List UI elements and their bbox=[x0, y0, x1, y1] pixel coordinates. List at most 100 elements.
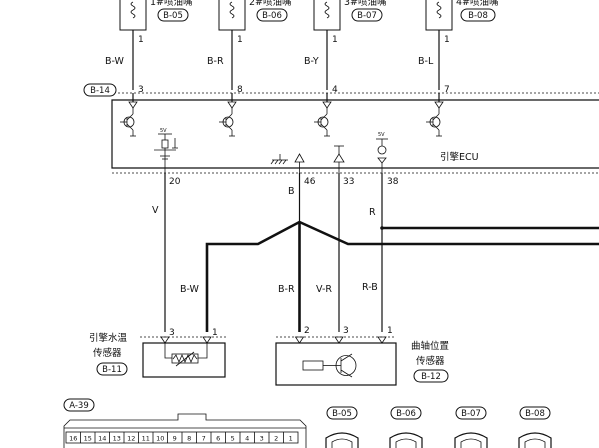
view-b08-label: B-08 bbox=[525, 409, 545, 419]
injector-2-connector: B-06 bbox=[262, 11, 282, 21]
ecu-name: 引擎ECU bbox=[440, 151, 479, 163]
view-b07-shell bbox=[454, 432, 488, 448]
injector-3-wire-color: B-Y bbox=[304, 56, 319, 67]
sensor-element-icon bbox=[302, 360, 324, 371]
view-b07-label: B-07 bbox=[461, 409, 481, 419]
a39-pin-number: 14 bbox=[98, 435, 106, 443]
injector-3: 3#喷油嘴 B-07 1 B-Y 4 bbox=[304, 0, 387, 95]
a39-pin-number: 2 bbox=[274, 435, 278, 443]
view-b05-shell bbox=[325, 432, 359, 448]
ecu-pin-crank-signal: 33 bbox=[343, 177, 354, 187]
injector-3-body bbox=[313, 0, 341, 31]
injector-4-connector-tag bbox=[460, 8, 496, 22]
view-b05-label: B-05 bbox=[332, 409, 352, 419]
injector-1-label: 1#喷油嘴 bbox=[150, 0, 193, 8]
a39-pin-number: 12 bbox=[127, 435, 135, 443]
injector-connector-views: B-05 B-06 B-07 B-08 bbox=[325, 406, 552, 448]
coil-icon bbox=[324, 1, 330, 19]
injector-2-body bbox=[218, 0, 246, 31]
injector-1-ecu-pin: 3 bbox=[138, 85, 144, 95]
water-ground-wire-color: B-W bbox=[180, 284, 200, 295]
injector-4-ecu-pin: 7 bbox=[444, 85, 450, 95]
ecu-driver-3 bbox=[314, 93, 332, 137]
view-b06-label: B-06 bbox=[396, 409, 416, 419]
ecu-water-temp-circuit: 5V bbox=[154, 128, 178, 173]
ecu-connector-tag bbox=[83, 83, 117, 97]
ecu-connector-label: B-14 bbox=[90, 86, 110, 96]
injector-4-connector: B-08 bbox=[468, 11, 488, 21]
injector-1-connector: B-05 bbox=[163, 11, 183, 21]
junction-dot bbox=[380, 226, 384, 230]
ecu-driver-4 bbox=[426, 93, 444, 137]
injector-4-label: 4#喷油嘴 bbox=[456, 0, 499, 8]
injector-3-pin: 1 bbox=[332, 35, 338, 45]
injector-2-connector-tag bbox=[256, 8, 288, 22]
crank-power-wire-color: R-B bbox=[362, 282, 378, 293]
ground-wire-color: B bbox=[288, 186, 295, 197]
a39-pin-number: 13 bbox=[113, 435, 121, 443]
coil-icon bbox=[130, 1, 136, 19]
crank-sensor-pin-a: 2 bbox=[304, 326, 310, 336]
crank-sensor-pin-c: 1 bbox=[387, 326, 393, 336]
a39-pin-number: 1 bbox=[289, 435, 293, 443]
coil-icon bbox=[436, 1, 442, 19]
ecu-ground-circuit bbox=[270, 153, 305, 173]
a39-pin-number: 5 bbox=[231, 435, 235, 443]
ecu-outline bbox=[111, 99, 599, 169]
ecu-voltage-a: 5V bbox=[160, 128, 167, 134]
a39-pin-number: 3 bbox=[260, 435, 264, 443]
water-sensor-pin-left: 3 bbox=[169, 328, 175, 338]
connector-a39-label: A-39 bbox=[69, 401, 89, 411]
injector-3-ecu-pin: 4 bbox=[332, 85, 338, 95]
crank-signal-wire-color: V-R bbox=[316, 284, 332, 295]
water-sensor-body bbox=[142, 342, 226, 378]
ecu-crank-signal-circuit bbox=[333, 145, 345, 173]
injector-3-connector: B-07 bbox=[357, 11, 377, 21]
water-sensor-connector: B-11 bbox=[102, 365, 122, 375]
a39-pin-number: 15 bbox=[84, 435, 92, 443]
view-b06-shell bbox=[389, 432, 423, 448]
crank-sensor-label-2: 传感器 bbox=[416, 355, 445, 367]
connector-a39-outline bbox=[63, 413, 307, 448]
view-b08: B-08 bbox=[518, 406, 552, 448]
injector-2-pin: 1 bbox=[237, 35, 243, 45]
connector-a39-tag bbox=[63, 398, 95, 412]
water-signal-wire-color: V bbox=[152, 205, 159, 216]
view-b05: B-05 bbox=[325, 406, 359, 448]
a39-pin-number: 4 bbox=[245, 435, 249, 443]
injector-3-connector-tag bbox=[351, 8, 383, 22]
view-b06: B-06 bbox=[389, 406, 423, 448]
injector-1-connector-tag bbox=[157, 8, 189, 22]
a39-pin-number: 8 bbox=[187, 435, 191, 443]
water-sensor-connector-tag bbox=[96, 362, 128, 376]
ecu-voltage-b: 5V bbox=[378, 132, 385, 138]
crank-sensor-label-1: 曲轴位置 bbox=[411, 340, 449, 352]
water-sensor-pin-right: 1 bbox=[212, 328, 218, 338]
injector-1-wire-color: B-W bbox=[105, 56, 125, 67]
ecu-pin-water: 20 bbox=[169, 177, 181, 187]
pullup-resistor bbox=[161, 139, 169, 149]
injector-4-pin: 1 bbox=[444, 35, 450, 45]
water-sensor-label-2: 传感器 bbox=[93, 347, 122, 359]
injector-3-label: 3#喷油嘴 bbox=[344, 0, 387, 8]
crank-shield-wire-color: R bbox=[369, 207, 376, 218]
a39-pin-number: 11 bbox=[142, 435, 150, 443]
ecu-pin-crank-power: 38 bbox=[387, 177, 399, 187]
water-ground-wire bbox=[205, 220, 301, 332]
ecu-driver-1 bbox=[120, 93, 138, 137]
injector-2-wire-color: B-R bbox=[207, 56, 224, 67]
injector-4: 4#喷油嘴 B-08 1 B-L 7 bbox=[418, 0, 499, 95]
injector-1-body bbox=[119, 0, 147, 31]
a39-pin-number: 7 bbox=[202, 435, 206, 443]
view-b08-shell bbox=[518, 432, 552, 448]
crank-sensor-connector-tag bbox=[413, 369, 449, 383]
water-sensor-label-1: 引擎水温 bbox=[89, 332, 128, 344]
injector-2-label: 2#喷油嘴 bbox=[249, 0, 292, 8]
a39-pin-number: 10 bbox=[156, 435, 164, 443]
crank-sensor-pin-b: 3 bbox=[343, 326, 349, 336]
injector-2-ecu-pin: 8 bbox=[237, 85, 243, 95]
a39-pin-number: 16 bbox=[69, 435, 77, 443]
